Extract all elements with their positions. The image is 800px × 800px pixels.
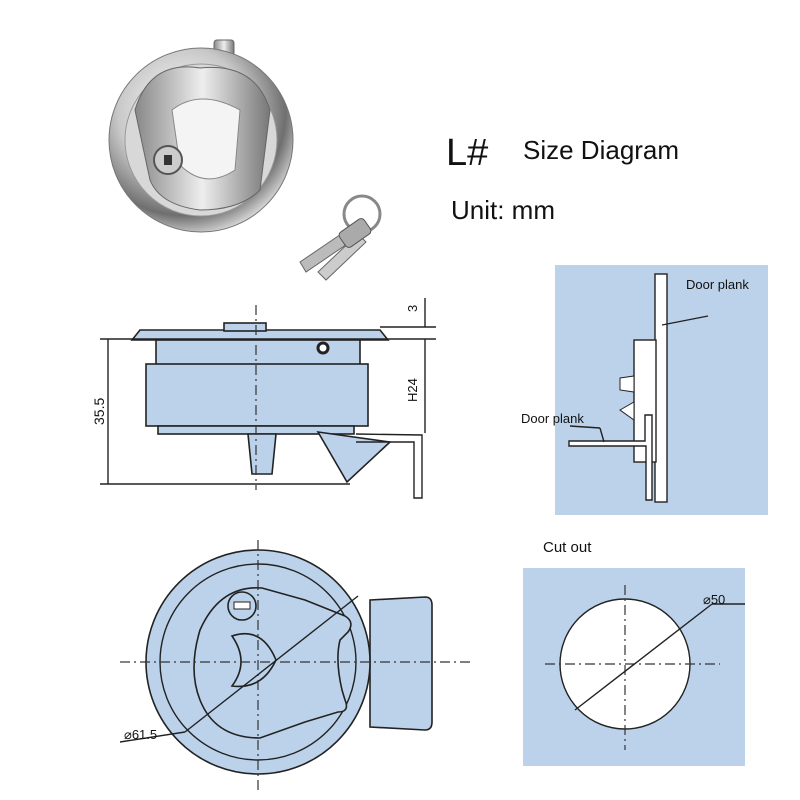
diagram-title: Size Diagram — [523, 135, 679, 165]
dim-total-height: 35.5 — [91, 398, 107, 425]
door-plank-label-bottom: Door plank — [521, 411, 584, 426]
unit-label: Unit: mm — [451, 195, 555, 225]
front-view-drawing — [119, 540, 472, 790]
model-label: L# — [446, 132, 488, 174]
cutout-drawing — [523, 568, 745, 766]
side-view-drawing — [100, 298, 436, 499]
dim-flange: 3 — [405, 305, 420, 312]
cutout-diameter-label: ⌀50 — [703, 592, 725, 607]
cutout-title: Cut out — [543, 539, 592, 556]
install-view-panel — [555, 265, 768, 515]
front-diameter-label: ⌀61.5 — [124, 727, 157, 742]
product-photo — [108, 39, 382, 281]
keys-image — [299, 194, 382, 281]
dim-body-height: H24 — [405, 378, 420, 402]
door-plank-label-top: Door plank — [686, 277, 749, 292]
